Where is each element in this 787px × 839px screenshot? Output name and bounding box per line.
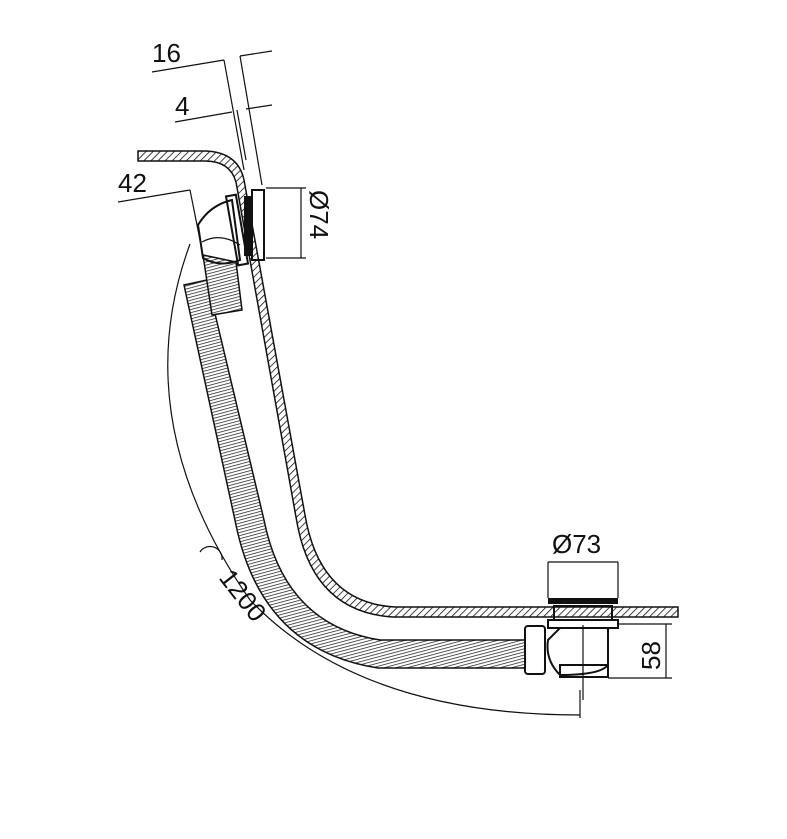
dimension-58: 58 [608, 623, 672, 679]
dimension-label: Ø73 [552, 529, 601, 559]
dimension-label: 4 [175, 91, 189, 121]
bath-wall-section [137, 150, 679, 618]
dimension-4: 4 [174, 91, 273, 161]
dimension-label: 58 [636, 641, 666, 670]
overflow-fitting [196, 189, 265, 267]
dimension-16: 16 [151, 38, 273, 186]
dimension-d74: Ø74 [266, 187, 334, 259]
dimension-d73: Ø73 [547, 529, 619, 598]
dimension-label: 42 [118, 168, 147, 198]
hose-end-sleeve [202, 254, 243, 316]
dimension-label: 16 [152, 38, 181, 68]
dimension-label: Ø74 [304, 190, 334, 239]
flexible-hose [183, 279, 526, 669]
dimension-42: 42 [117, 168, 201, 241]
waste-fitting [524, 598, 619, 700]
